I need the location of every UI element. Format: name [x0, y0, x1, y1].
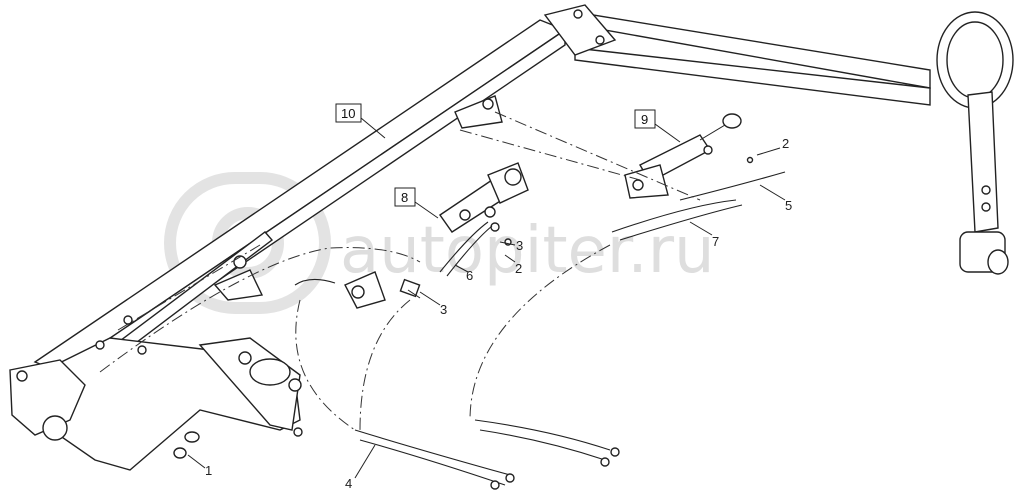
svg-text:5: 5: [785, 198, 792, 213]
callout-1: 1: [187, 454, 212, 478]
svg-text:10: 10: [341, 106, 355, 121]
bolt-part: [173, 431, 200, 459]
svg-text:3: 3: [516, 238, 523, 253]
callout-5: 5: [759, 184, 792, 213]
callout-3-small: [407, 289, 421, 299]
svg-text:2: 2: [782, 136, 789, 151]
label-box-9: 9: [634, 109, 681, 143]
svg-text:9: 9: [641, 112, 648, 127]
label-box-10: 10: [335, 103, 386, 139]
callout-3-mid: 3: [499, 238, 523, 253]
svg-text:2: 2: [515, 261, 522, 276]
drawbar-frame: [9, 4, 1014, 471]
callout-4: 4: [345, 444, 376, 491]
svg-text:6: 6: [466, 268, 473, 283]
callout-2-right: 2: [756, 136, 789, 156]
label-box-8: 8: [394, 187, 439, 219]
callout-3-lower: 3: [419, 291, 447, 317]
svg-text:7: 7: [712, 234, 719, 249]
svg-text:3: 3: [440, 302, 447, 317]
watermark: autopiter.ru: [164, 172, 715, 314]
svg-text:1: 1: [205, 463, 212, 478]
callout-6: 6: [454, 264, 473, 283]
fittings: [399, 156, 754, 298]
watermark-text: autopiter.ru: [340, 214, 715, 288]
hydraulic-cylinder-8: [344, 162, 529, 309]
svg-text:4: 4: [345, 476, 352, 491]
routing-lines: [99, 111, 701, 431]
callout-2-mid: 2: [504, 254, 522, 276]
hoses: [294, 171, 786, 490]
svg-text:8: 8: [401, 190, 408, 205]
hydraulic-cylinder-9: [624, 113, 742, 199]
callout-7: 7: [689, 221, 719, 249]
